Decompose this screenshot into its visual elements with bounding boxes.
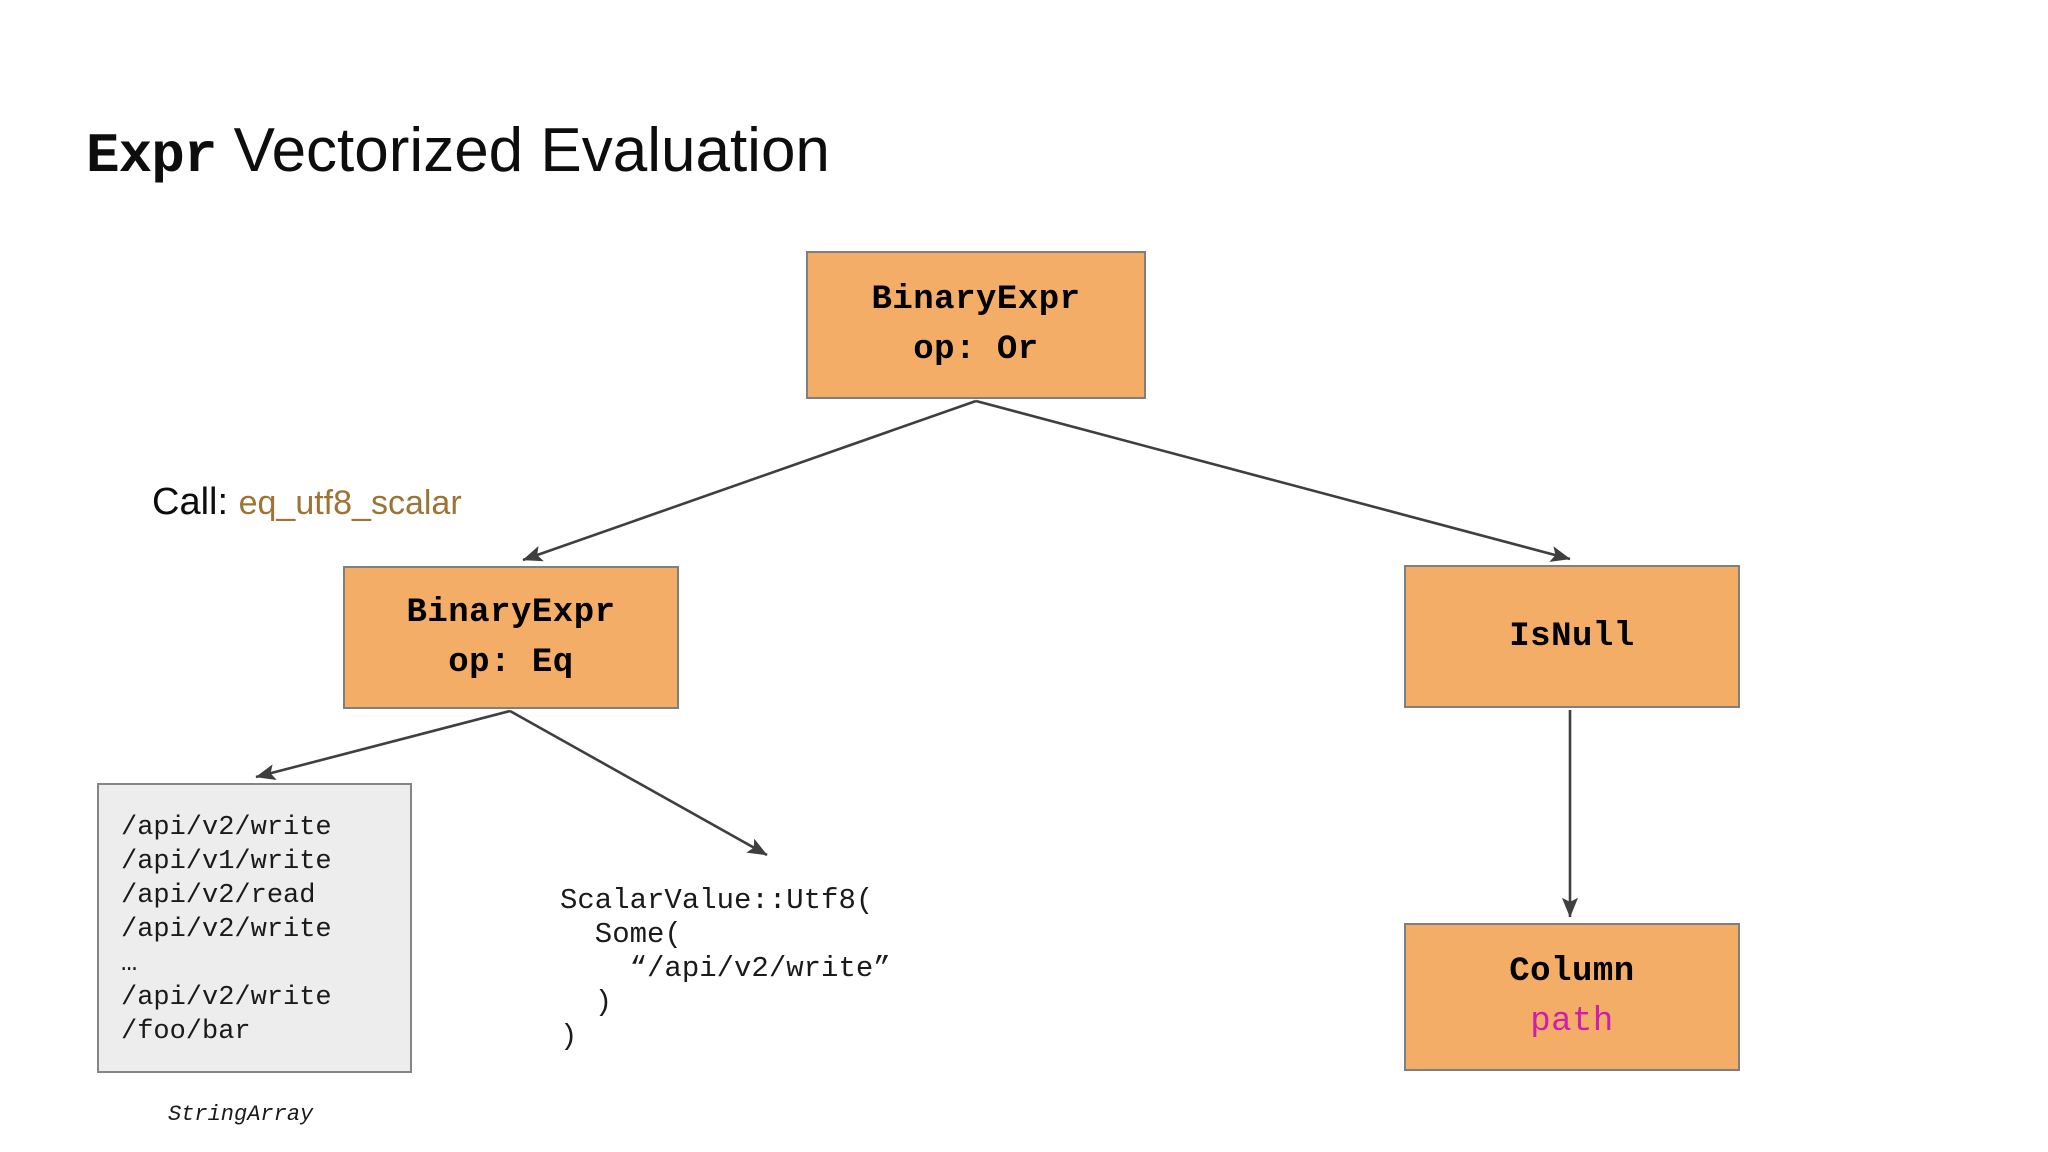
node-column-type: Column	[1509, 953, 1635, 991]
node-binary-expr-eq[interactable]: BinaryExpr op: Eq	[343, 566, 679, 709]
call-annotation: Call: eq_utf8_scalar	[152, 480, 462, 525]
node-binary-expr-eq-op: op: Eq	[448, 643, 574, 682]
node-binary-expr-or-type: BinaryExpr	[871, 281, 1081, 319]
title-code-token: Expr	[86, 124, 217, 188]
node-binary-expr-or-op: op: Or	[913, 331, 1039, 369]
edge-root-to-isnull	[975, 399, 1571, 562]
edge-eq-to-scalar-value	[509, 709, 768, 857]
call-annotation-label: Call:	[152, 481, 229, 523]
literal-string-array[interactable]: /api/v2/write /api/v1/write /api/v2/read…	[97, 783, 412, 1073]
literal-string-array-values: /api/v2/write /api/v1/write /api/v2/read…	[121, 813, 332, 1047]
title-text: Vectorized Evaluation	[216, 116, 830, 185]
node-column-name: path	[1530, 1003, 1614, 1041]
node-is-null[interactable]: IsNull	[1404, 565, 1740, 708]
node-is-null-type: IsNull	[1509, 617, 1635, 656]
literal-scalar-value: ScalarValue::Utf8( Some( “/api/v2/write”…	[560, 884, 891, 1053]
node-binary-expr-or[interactable]: BinaryExpr op: Or	[806, 251, 1146, 399]
call-annotation-function: eq_utf8_scalar	[238, 484, 462, 522]
edge-root-to-eq	[522, 399, 977, 562]
page-title: Expr Vectorized Evaluation	[86, 112, 830, 195]
node-column[interactable]: Column path	[1404, 923, 1740, 1071]
node-binary-expr-eq-type: BinaryExpr	[406, 593, 616, 632]
edge-eq-to-string-array	[255, 709, 511, 780]
literal-string-array-caption: StringArray	[168, 1102, 314, 1127]
